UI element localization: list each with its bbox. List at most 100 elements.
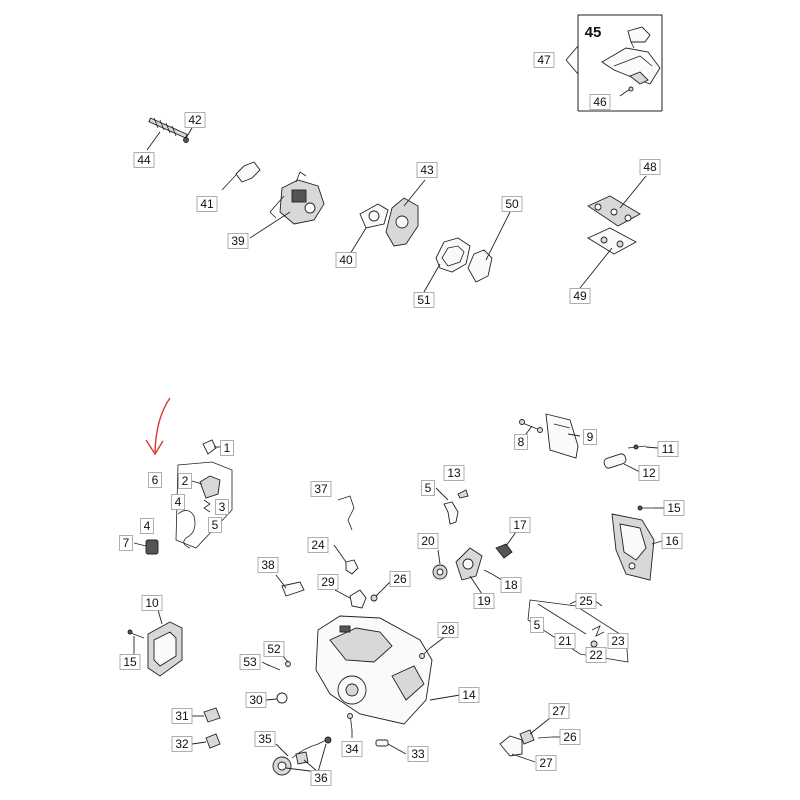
callout-2: 2 (178, 473, 192, 489)
part-22-nut (590, 640, 598, 648)
callout-number: 52 (267, 642, 281, 656)
part-30-cap (276, 692, 288, 704)
callout-8: 8 (514, 434, 528, 450)
callout-box (171, 708, 193, 724)
part-50-gasket (467, 249, 493, 283)
callout-number: 12 (642, 466, 656, 480)
callout-30: 30 (245, 692, 267, 708)
callout-47: 47 (533, 52, 555, 68)
callout-box (227, 233, 249, 249)
callout-box (220, 440, 234, 456)
callout-number: 14 (462, 688, 476, 702)
part-33-pin (375, 739, 389, 747)
callout-number: 27 (539, 756, 553, 770)
part-36-coil (272, 751, 309, 776)
callout-box (535, 755, 557, 771)
callout-box (335, 252, 357, 268)
callout-number: 36 (314, 771, 328, 785)
callout-13: 13 (443, 465, 465, 481)
callout-number: 21 (558, 634, 572, 648)
callout-number: 24 (311, 538, 325, 552)
callout-52: 52 (263, 641, 285, 657)
part-32-clip (205, 733, 221, 749)
callout-35: 35 (254, 731, 276, 747)
callout-number: 13 (447, 466, 461, 480)
callout-number: 34 (345, 742, 359, 756)
callout-box (171, 494, 185, 510)
callout-number: 32 (175, 737, 189, 751)
callout-number: 19 (477, 594, 491, 608)
callout-number: 44 (137, 153, 151, 167)
callout-29: 29 (317, 574, 339, 590)
callout-3: 3 (215, 499, 229, 515)
part-46-screw (619, 86, 634, 97)
callout-4a: 4 (171, 494, 185, 510)
callout-44: 44 (133, 152, 155, 168)
callout-box (501, 196, 523, 212)
callout-number: 40 (339, 253, 353, 267)
callout-number: 43 (420, 163, 434, 177)
callout-41: 41 (196, 196, 218, 212)
callout-box (119, 535, 133, 551)
callout-5c: 5 (530, 617, 544, 633)
callout-number: 35 (258, 732, 272, 746)
part-35-spark-plug-lead (291, 736, 332, 759)
callout-5a: 5 (421, 480, 435, 496)
part-8-bolt (519, 419, 543, 433)
callout-32: 32 (171, 736, 193, 752)
callout-number: 38 (261, 558, 275, 572)
callout-box (458, 687, 480, 703)
callout-number: 15 (123, 655, 137, 669)
part-48-plate (587, 195, 641, 227)
callout-27b: 27 (535, 755, 557, 771)
callout-number: 42 (188, 113, 202, 127)
callout-number: 49 (573, 289, 587, 303)
part-15-screw-left (127, 629, 145, 639)
part-23-spring (591, 625, 605, 637)
part-9-cover (545, 413, 579, 459)
part-17-gear (495, 543, 513, 559)
callout-box (657, 441, 679, 457)
part-42-nut (183, 137, 189, 143)
callout-39: 39 (227, 233, 249, 249)
callout-number: 5 (212, 518, 219, 532)
callout-number: 15 (667, 501, 681, 515)
callout-number: 23 (611, 634, 625, 648)
callout-box (416, 162, 438, 178)
part-5-hose (177, 510, 196, 549)
callout-box (575, 593, 597, 609)
callout-box (533, 52, 555, 68)
callout-box (310, 770, 332, 786)
callout-6: 6 (148, 472, 162, 488)
part-26-screw (370, 594, 378, 602)
callout-box (639, 159, 661, 175)
oil-pump-group-outline (175, 461, 233, 549)
callout-box (208, 517, 222, 533)
part-14-crankcase (315, 615, 433, 725)
callout-box (437, 622, 459, 638)
callout-number: 10 (145, 596, 159, 610)
part-10-cover (147, 621, 183, 677)
callout-number: 27 (552, 704, 566, 718)
callout-26b: 26 (559, 729, 581, 745)
callout-number: 9 (587, 430, 594, 444)
part-13-pin (457, 489, 469, 499)
callout-number: 16 (665, 534, 679, 548)
callout-box (307, 537, 329, 553)
callout-4b: 4 (140, 518, 154, 534)
callout-number: 31 (175, 709, 189, 723)
callout-box (148, 472, 162, 488)
callout-31: 31 (171, 708, 193, 724)
callout-45: 45 (585, 24, 602, 41)
callout-number: 48 (643, 160, 657, 174)
callout-15a: 15 (663, 500, 685, 516)
callout-number: 25 (579, 594, 593, 608)
part-51-gasket (435, 237, 471, 273)
callout-number: 41 (200, 197, 214, 211)
callout-40: 40 (335, 252, 357, 268)
part-40-gasket (359, 203, 389, 229)
callout-number: 30 (249, 693, 263, 707)
callout-number: 26 (393, 572, 407, 586)
callout-box (178, 473, 192, 489)
callout-box (341, 741, 363, 757)
